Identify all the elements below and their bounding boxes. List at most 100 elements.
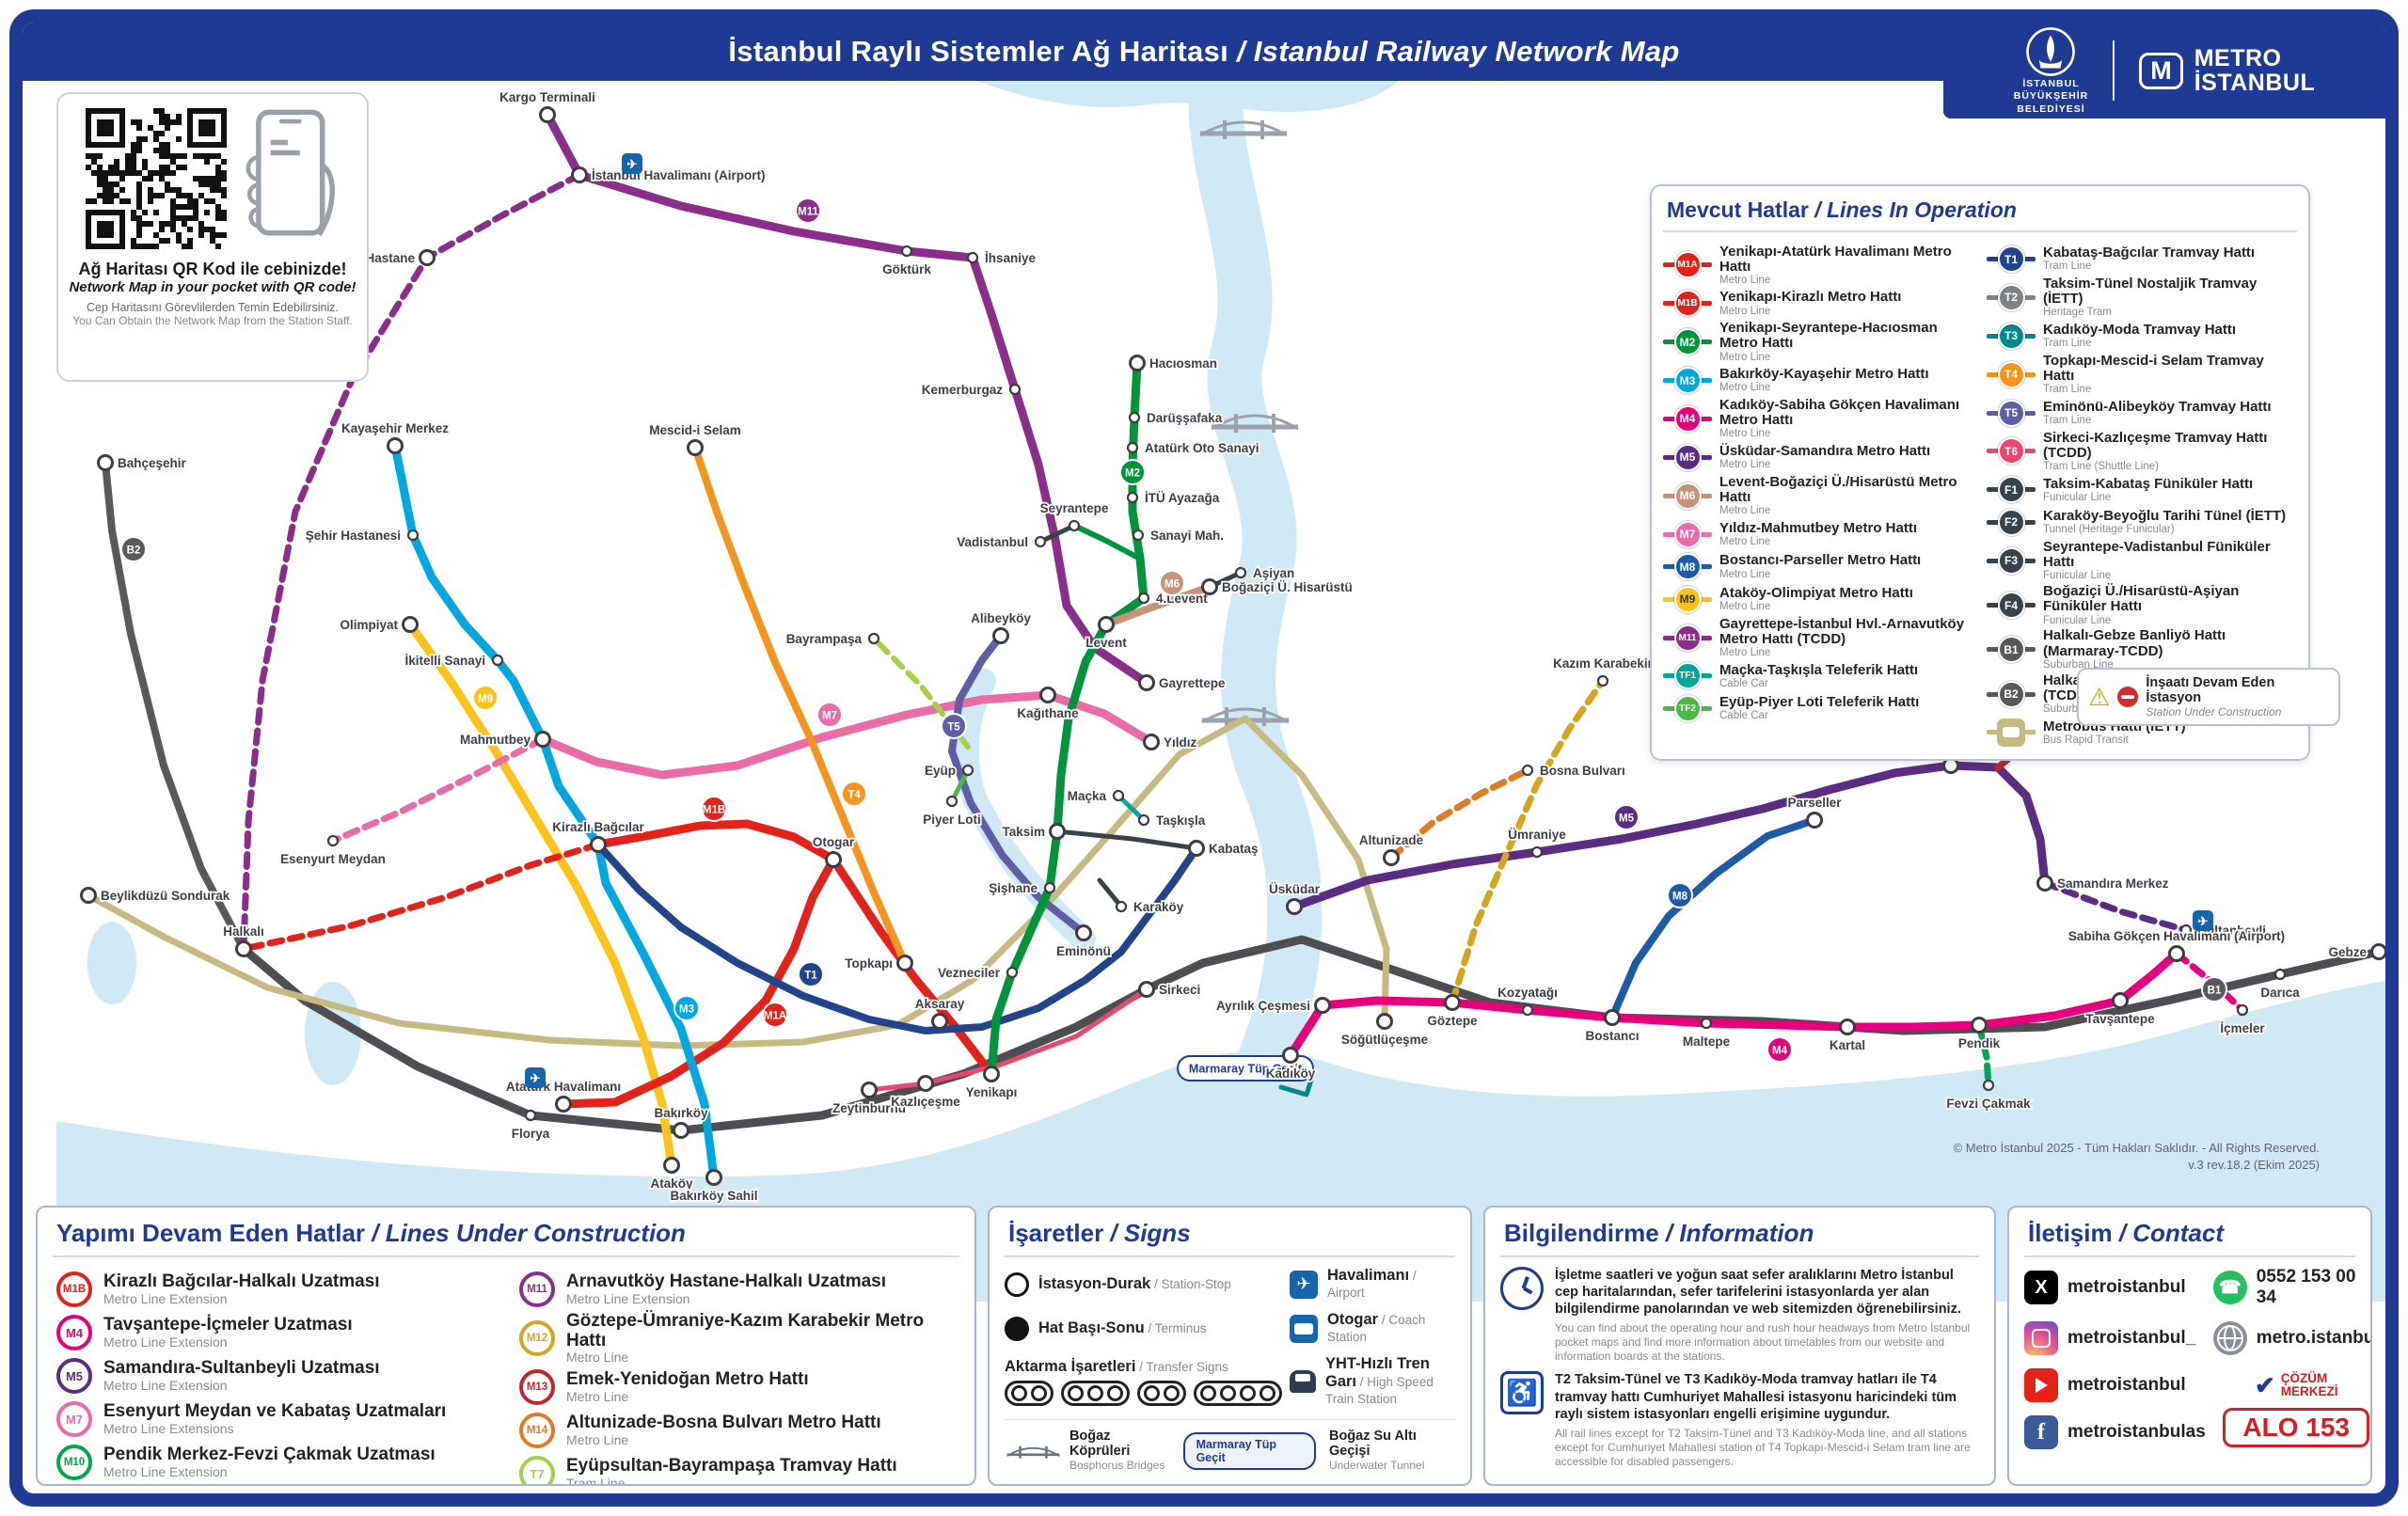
line-name: Eminönü-Alibeyköy Tramvay Hattı — [2043, 398, 2272, 415]
line-m1a — [559, 855, 996, 1109]
station-dot — [1604, 1009, 1621, 1026]
line-m6 — [1102, 583, 1213, 628]
contact-youtube[interactable]: metroistanbul — [2024, 1368, 2206, 1402]
svg-text:M4: M4 — [1772, 1046, 1788, 1057]
station-label: Kozyatağı — [1497, 986, 1558, 1000]
svg-text:M1A: M1A — [764, 1011, 786, 1022]
line-type: Metro Line Extension — [103, 1290, 228, 1306]
station-label: İçmeler — [2220, 1021, 2265, 1035]
line-name: Levent-Boğaziçi Ü./Hisarüstü Metro Hattı — [1719, 473, 1957, 506]
line-name: Göztepe-Ümraniye-Kazım Karabekir Metro H… — [566, 1311, 925, 1350]
line-m8 — [1608, 816, 1818, 1021]
line-badge-M2: M2 — [1673, 328, 1702, 356]
station-dot — [1126, 441, 1139, 454]
line-badge-M4: M4 — [1673, 404, 1702, 433]
sign-yht: YHT-Hızlı Tren Garı / High Speed Train S… — [1290, 1355, 1455, 1408]
map-line-badge-M1B: M1B — [701, 796, 727, 822]
line-name: Kabataş-Bağcılar Tramvay Hattı — [2043, 245, 2256, 261]
station-dot — [961, 764, 974, 777]
contact-whatsapp[interactable]: ☎0552 153 00 34 — [2212, 1267, 2370, 1308]
info-accessibility: ♿ T2 Taksim-Tünel ve T3 Kadıköy-Moda tra… — [1500, 1371, 1979, 1468]
station-label: Söğütlüçeşme — [1341, 1033, 1429, 1047]
line-name: Boğaziçi Ü./Hisarüstü-Aşiyan Füniküler H… — [2043, 583, 2240, 615]
station-label: Sultanbeyli — [2198, 924, 2266, 938]
station-dot — [1444, 994, 1461, 1011]
station-dot — [1137, 813, 1150, 827]
line-type: Funicular Line — [2043, 491, 2112, 503]
station-dot — [1075, 924, 1092, 941]
station-dot — [687, 439, 704, 456]
signs-title: İşaretler / Signs — [1005, 1215, 1455, 1257]
station-label: Vadistanbul — [957, 535, 1028, 549]
line-badge-M13: M13 — [519, 1369, 555, 1406]
line-badge-T2: T2 — [1997, 283, 2025, 311]
line-m5-ext — [2041, 879, 2190, 934]
map-line-badge-T1: T1 — [798, 961, 824, 987]
station-dot — [2370, 943, 2385, 960]
station-label: Kadıköy — [1266, 1066, 1316, 1081]
svg-text:✈: ✈ — [2198, 914, 2209, 928]
line-badge-M11: M11 — [519, 1271, 555, 1307]
station-label: Bostancı — [1585, 1029, 1639, 1043]
station-label: Atatürk Oto Sanayi — [1145, 441, 1259, 455]
line-m4 — [1286, 949, 2181, 1060]
station-label: Şehir Hastanesi — [306, 529, 401, 543]
station-dot — [406, 529, 420, 542]
line-badge-T1: T1 — [1997, 245, 2025, 273]
station-label: Sanayi Mah. — [1150, 529, 1224, 543]
line-t5 — [948, 632, 1087, 937]
page-title: İstanbul Raylı Sistemler Ağ Haritası / I… — [728, 35, 1679, 69]
line-badge-M8: M8 — [1673, 553, 1702, 581]
station-dot — [1234, 566, 1247, 579]
station-label: Yıldız — [1164, 735, 1197, 750]
station-dot — [1839, 1019, 1856, 1035]
svg-text:M9: M9 — [478, 694, 493, 705]
station-dot — [896, 955, 913, 971]
line-m3 — [390, 441, 719, 1182]
station-label: Kazım Karabekir — [1553, 656, 1654, 671]
line-f3 — [1038, 523, 1077, 545]
station-label: Halkalı — [223, 924, 264, 939]
station-dot — [80, 887, 97, 904]
line-name: Yenikapı-Seyrantepe-Hacıosman Metro Hatt… — [1719, 320, 1938, 352]
station-dot — [1806, 812, 1823, 829]
line-type: Metro Line — [1719, 351, 1771, 363]
info-operating-hours: İşletme saatleri ve yoğun saat sefer ara… — [1500, 1267, 1979, 1364]
globe-icon — [2212, 1321, 2247, 1355]
qr-code — [86, 108, 227, 249]
line-badge-T4: T4 — [1997, 360, 2025, 388]
contact-website[interactable]: metro.istanbul — [2212, 1321, 2370, 1355]
line-type: Bus Rapid Transit — [2043, 734, 2129, 746]
station-label: Darıca — [2260, 986, 2300, 1000]
station-label: Otogar — [813, 835, 855, 849]
bosphorus-bridge-icon — [1211, 414, 1299, 433]
contact-instagram[interactable]: metroistanbul_ — [2024, 1321, 2206, 1355]
line-badge-M1A: M1A — [1673, 251, 1702, 279]
line-m1b-ext — [240, 841, 602, 953]
station-dot — [1115, 900, 1128, 913]
line-type: Metro Line — [1719, 274, 1771, 286]
svg-text:✈: ✈ — [531, 1071, 541, 1085]
transfer-sign-samples — [1005, 1380, 1282, 1406]
sign-terminus: Hat Başı-Sonu / Terminus — [1005, 1311, 1282, 1346]
station-label: Kazlıçeşme — [891, 1095, 960, 1109]
station-label: Esenyurt Meydan — [280, 852, 386, 866]
station-dot — [1098, 616, 1115, 633]
station-dot — [992, 627, 1009, 644]
airport-icon: ✈ — [2193, 910, 2213, 931]
line-badge-T5: T5 — [1997, 399, 2025, 427]
station-dot — [825, 851, 842, 868]
station-label: Mescid-i Selam — [649, 423, 741, 437]
station-dot — [419, 249, 436, 266]
line-name: Yıldız-Mahmutbey Metro Hattı — [1719, 519, 1918, 536]
svg-text:M7: M7 — [822, 711, 837, 722]
